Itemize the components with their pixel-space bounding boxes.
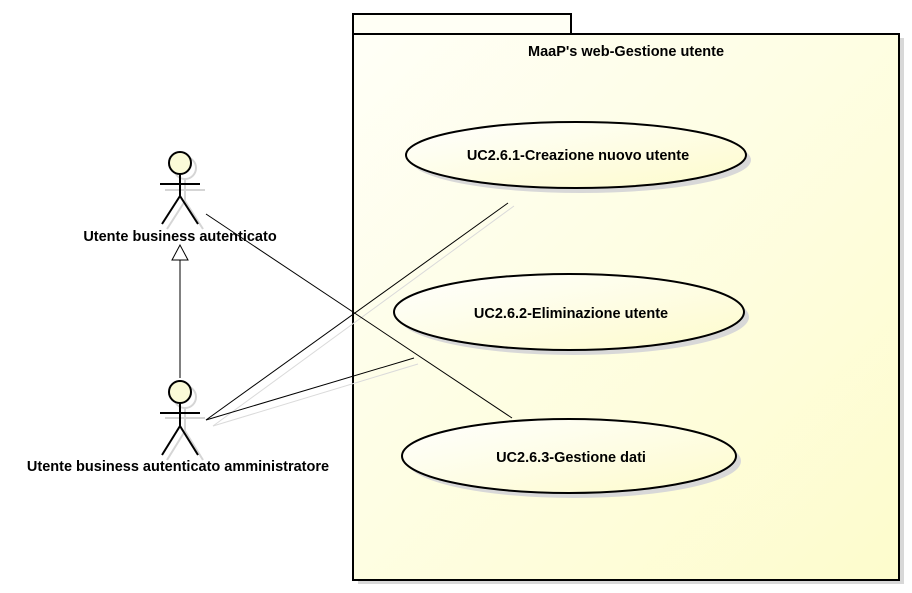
actor-user[interactable]: Utente business autenticato	[83, 151, 277, 245]
association-line-user-uc3[interactable]	[205, 213, 513, 419]
use-case-label: UC2.6.3-Gestione dati	[496, 450, 646, 466]
actor-admin[interactable]: Utente business autenticato amministrato…	[27, 380, 329, 475]
association-line-admin-uc1[interactable]	[205, 202, 509, 421]
generalization-arrowhead	[171, 243, 189, 261]
association-shadows	[212, 205, 515, 427]
actor-head	[168, 151, 192, 175]
use-case-label: UC2.6.2-Eliminazione utente	[474, 306, 668, 322]
actor-body	[160, 174, 200, 225]
actor-body	[160, 403, 200, 456]
use-case-uc3[interactable]: UC2.6.3-Gestione dati	[401, 418, 741, 498]
association-line-admin-uc2[interactable]	[205, 357, 415, 421]
use-case-uc2[interactable]: UC2.6.2-Eliminazione utente	[393, 273, 749, 355]
system-title: MaaP's web-Gestione utente	[528, 44, 724, 60]
use-case-label: UC2.6.1-Creazione nuovo utente	[467, 148, 689, 164]
package-tab	[352, 13, 572, 35]
use-case-uc1[interactable]: UC2.6.1-Creazione nuovo utente	[405, 121, 751, 193]
actor-head	[168, 380, 192, 404]
actor-label: Utente business autenticato	[83, 229, 277, 245]
actor-label: Utente business autenticato amministrato…	[27, 459, 329, 475]
